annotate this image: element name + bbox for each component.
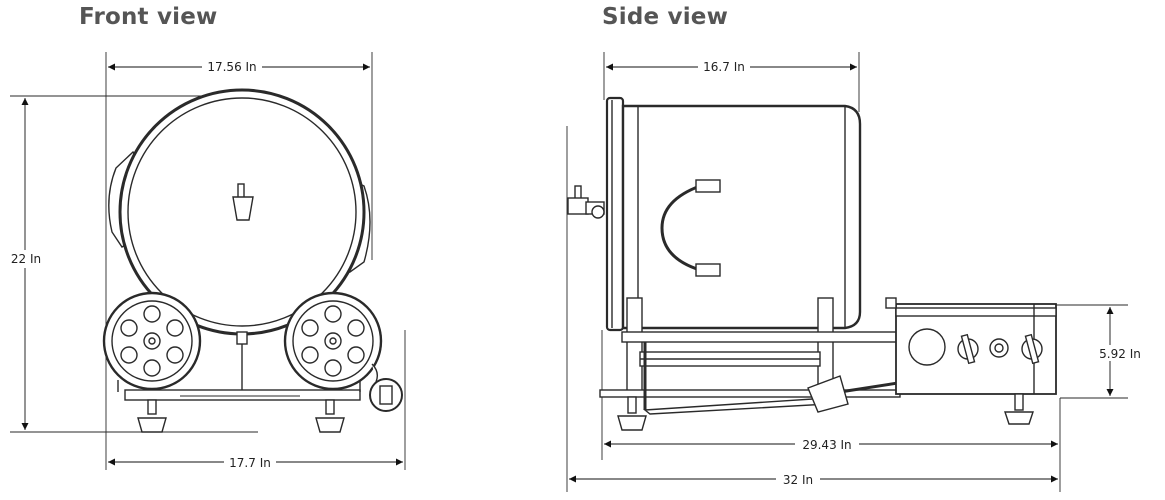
side-right-foot — [1004, 393, 1034, 425]
control-knob-1 — [957, 333, 979, 365]
right-roller-wheel — [283, 291, 383, 391]
left-roller-wheel — [102, 291, 202, 391]
side-left-column — [626, 297, 643, 394]
side-base-length-label: 29.43 In — [802, 438, 851, 452]
front-top-width-label: 17.56 In — [207, 60, 256, 74]
lid-latch-icon — [232, 183, 254, 221]
front-left-foot — [137, 399, 167, 433]
side-base-height-label: 5.92 In — [1099, 347, 1141, 361]
front-base-frame — [124, 389, 361, 401]
front-height-label: 22 In — [11, 252, 41, 266]
front-view-drawing: 17.56 In 22 In 17.7 In — [5, 52, 406, 470]
control-knob-3 — [1021, 333, 1043, 365]
side-drum-handle — [660, 179, 721, 277]
front-control-knob — [369, 363, 403, 412]
front-view-title: Front view — [79, 4, 218, 30]
side-drum-depth-label: 16.7 In — [703, 60, 745, 74]
side-overall-length-label: 32 In — [783, 473, 813, 487]
control-box — [885, 297, 1057, 395]
drum-lid — [127, 97, 357, 327]
front-right-foot — [315, 399, 345, 433]
side-view-drawing: 16.7 In 5.92 In 29.43 In 32 In — [566, 52, 1152, 492]
side-lid-latch-icon — [567, 185, 605, 219]
side-view-title: Side view — [602, 4, 729, 30]
control-knob-2 — [989, 338, 1009, 358]
side-drum-body — [621, 104, 862, 330]
side-left-foot — [617, 396, 647, 431]
side-lid — [605, 96, 625, 332]
side-upper-rail — [621, 331, 901, 343]
front-bottom-width-label: 17.7 In — [229, 456, 271, 470]
